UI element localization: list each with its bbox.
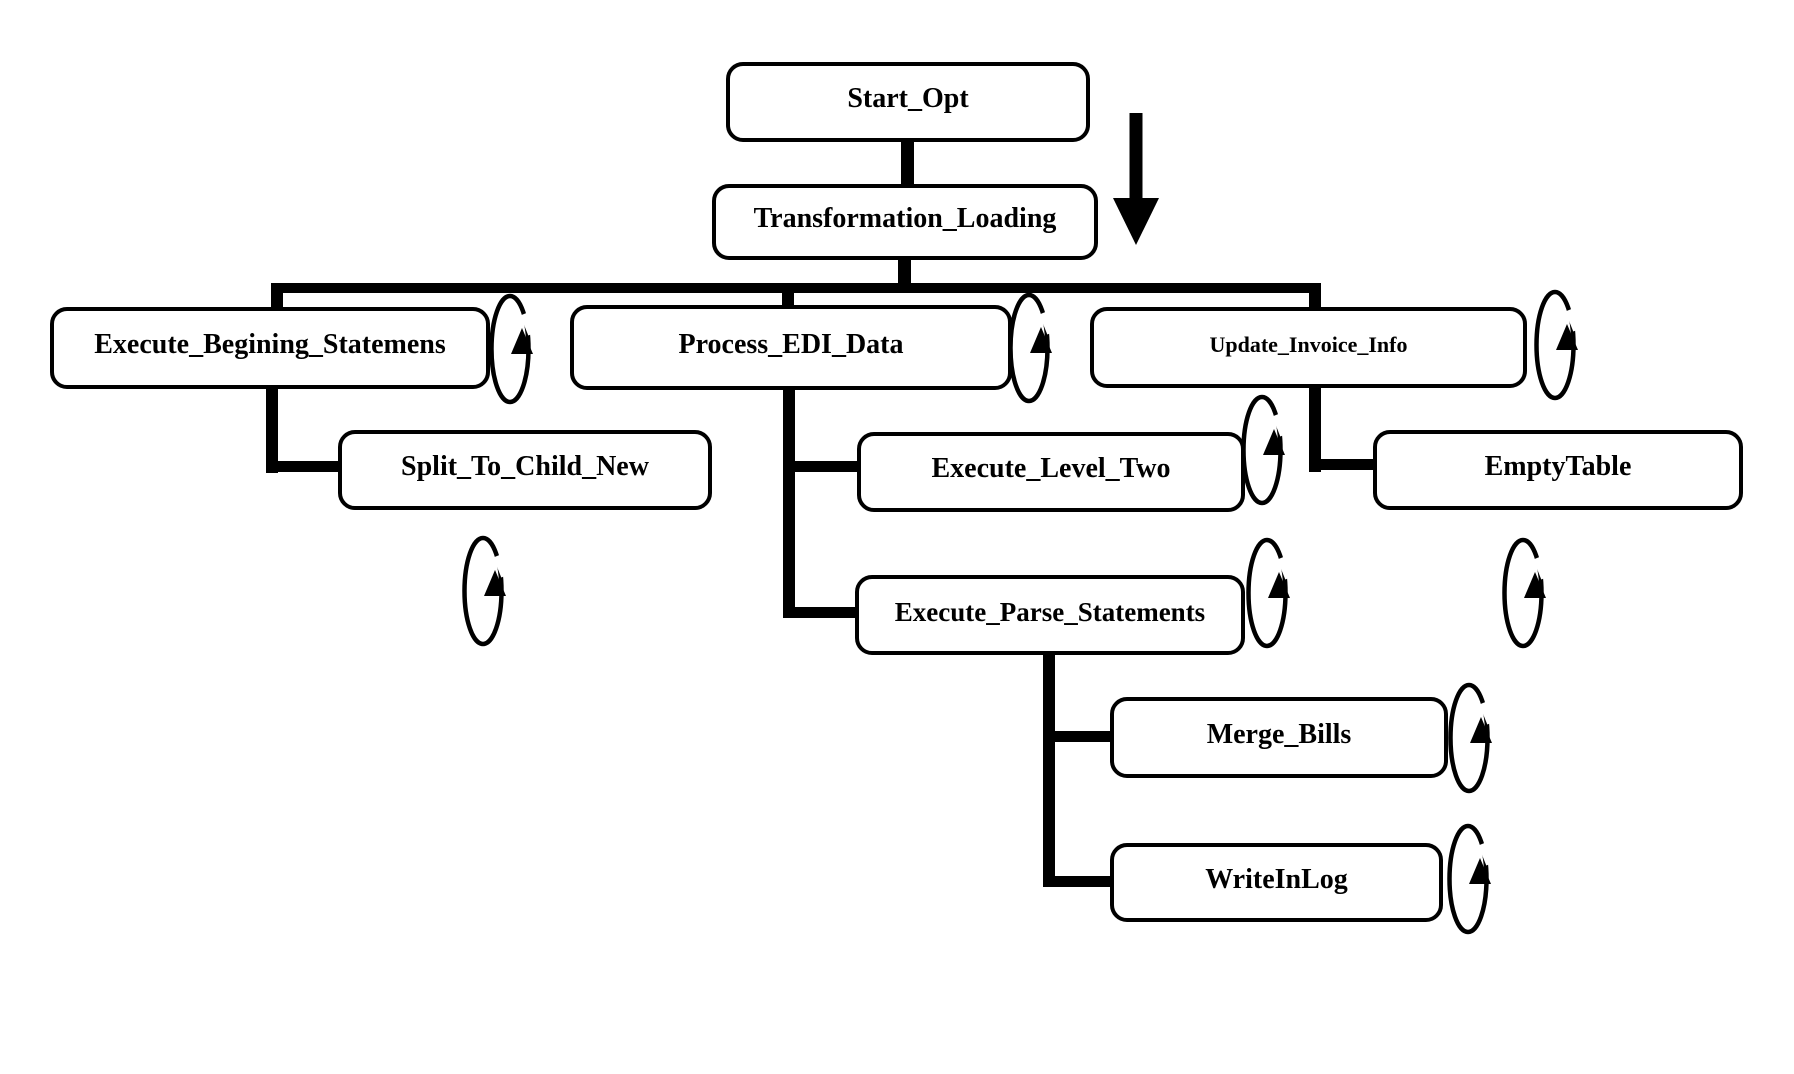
connector-eps-to-mb	[1043, 731, 1113, 742]
loop-arrow-icon	[1534, 289, 1580, 401]
connector-ebs-to-stcn	[266, 461, 342, 472]
node-label: Merge_Bills	[1206, 718, 1352, 750]
node-label: Transformation_Loading	[753, 203, 1057, 234]
node-label: Start_Opt	[847, 83, 969, 114]
node-start-opt: Start_Opt	[726, 62, 1090, 142]
loop-arrow-icon	[1448, 682, 1494, 794]
node-split-to-child-new: Split_To_Child_New	[338, 430, 712, 510]
loop-arrow-icon	[1008, 292, 1054, 404]
down-arrow-icon	[1113, 113, 1159, 245]
connector-trunk-to-ped	[782, 288, 794, 307]
node-process-edi-data: Process_EDI_Data	[570, 305, 1012, 390]
node-label: Execute_Parse_Statements	[894, 596, 1206, 627]
connector-start-to-loading	[901, 140, 914, 188]
connector-trunk-to-ebs	[271, 283, 283, 309]
node-label: Process_EDI_Data	[678, 328, 904, 360]
node-merge-bills: Merge_Bills	[1110, 697, 1448, 778]
loop-arrow-icon	[1246, 537, 1292, 649]
connector-ped-down	[783, 387, 795, 618]
node-label: EmptyTable	[1484, 451, 1632, 482]
loop-arrow-icon	[1502, 537, 1548, 649]
connector-ebs-down	[266, 387, 278, 473]
node-label: Update_Invoice_Info	[1209, 331, 1408, 357]
node-transformation-loading: Transformation_Loading	[712, 184, 1098, 260]
loop-arrow-icon	[1447, 823, 1493, 935]
loop-arrow-icon	[489, 293, 535, 405]
loop-arrow-icon	[1241, 394, 1287, 506]
node-emptytable: EmptyTable	[1373, 430, 1743, 510]
node-label: Execute_Level_Two	[931, 453, 1171, 484]
node-update-invoice-info: Update_Invoice_Info	[1090, 307, 1527, 388]
connector-trunk-to-uii	[1309, 283, 1321, 309]
node-writeinlog: WriteInLog	[1110, 843, 1443, 922]
node-label: Split_To_Child_New	[401, 451, 649, 482]
node-execute-begining-statemens: Execute_Begining_Statemens	[50, 307, 490, 389]
connector-eps-to-wil	[1043, 876, 1113, 887]
loop-arrow-icon	[462, 535, 508, 647]
connector-uii-down	[1309, 386, 1321, 472]
node-execute-parse-statements: Execute_Parse_Statements	[855, 575, 1245, 655]
connector-ped-to-elt	[783, 461, 861, 472]
connector-trunk	[271, 283, 1321, 293]
node-execute-level-two: Execute_Level_Two	[857, 432, 1245, 512]
node-label: Execute_Begining_Statemens	[94, 329, 446, 360]
connector-uii-to-empty	[1309, 459, 1379, 470]
connector-loading-to-trunk	[898, 258, 911, 290]
node-label: WriteInLog	[1205, 863, 1348, 895]
connector-ped-to-eps	[783, 607, 859, 618]
connector-eps-down	[1043, 653, 1055, 887]
